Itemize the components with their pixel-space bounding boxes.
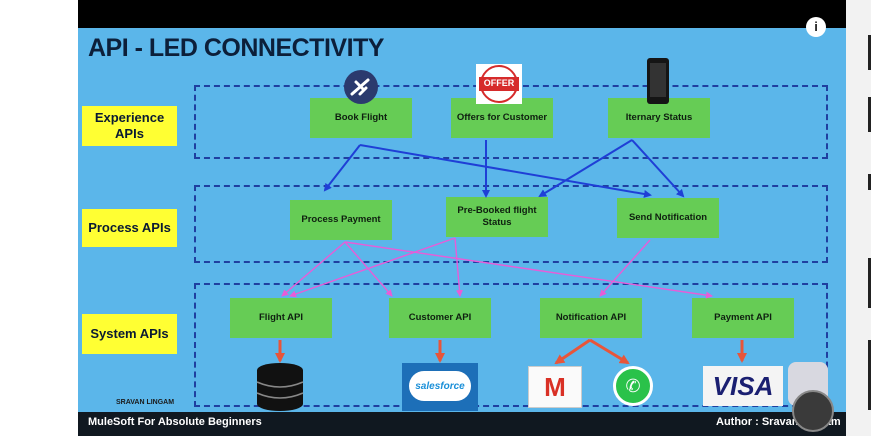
watermark-author: SRAVAN LINGAM	[116, 399, 175, 406]
info-button[interactable]: i	[806, 17, 826, 37]
arrow-prebooked-customerapi	[454, 237, 463, 297]
node-notification-api: Notification API	[540, 298, 642, 338]
node-itinerary-status: Iternary Status	[608, 98, 710, 138]
tier-label-process: Process APIs	[82, 209, 177, 247]
arrow-itinerary-prebooked	[538, 139, 633, 198]
system-tier-box	[194, 283, 828, 407]
arrow-notificationapi-whatsapp	[589, 338, 630, 365]
arrow-notification-notificationapi	[599, 239, 651, 297]
process-tier-box	[194, 185, 828, 263]
arrow-notificationapi-gmail	[554, 338, 591, 365]
footer-strip	[78, 412, 846, 436]
side-mark-1	[868, 35, 871, 70]
presenter-avatar	[792, 390, 834, 432]
node-prebooked-flight-status: Pre-Booked flight Status	[446, 197, 548, 237]
smartphone-icon	[647, 58, 669, 104]
airplane-icon	[344, 70, 378, 104]
arrow-bookflight-sendnotification	[359, 144, 652, 198]
side-mark-3	[868, 174, 871, 190]
slide-title: API - LED CONNECTIVITY	[88, 34, 384, 62]
offer-stamp-icon	[476, 64, 522, 104]
tier-label-system: System APIs	[82, 314, 177, 354]
arrow-payment-flightapi	[281, 241, 346, 297]
arrow-payment-paymentapi	[344, 241, 713, 299]
side-mark-2	[868, 97, 871, 132]
offer-text: OFFER	[483, 78, 515, 88]
node-book-flight: Book Flight	[310, 98, 412, 138]
right-side-panel	[846, 0, 871, 436]
salesforce-wordmark: salesforce	[409, 371, 471, 401]
whatsapp-logo: ✆	[613, 366, 653, 406]
node-process-payment: Process Payment	[290, 200, 392, 240]
node-flight-api: Flight API	[230, 298, 332, 338]
node-payment-api: Payment API	[692, 298, 794, 338]
arrow-itinerary-sendnotification	[631, 139, 685, 198]
node-offers-for-customer: Offers for Customer	[451, 98, 553, 138]
side-mark-4	[868, 258, 871, 308]
footer-course-title: MuleSoft For Absolute Beginners	[88, 416, 262, 428]
node-customer-api: Customer API	[389, 298, 491, 338]
gmail-logo: M	[528, 366, 582, 408]
side-mark-5	[868, 340, 871, 410]
top-black-band	[78, 0, 846, 28]
tier-label-experience: Experience APIs	[82, 106, 177, 146]
arrow-bookflight-processpayment	[323, 144, 361, 192]
visa-logo: VISA	[703, 366, 783, 406]
arrow-prebooked-flightapi	[289, 237, 456, 298]
database-icon	[256, 363, 304, 411]
node-send-notification: Send Notification	[617, 198, 719, 238]
